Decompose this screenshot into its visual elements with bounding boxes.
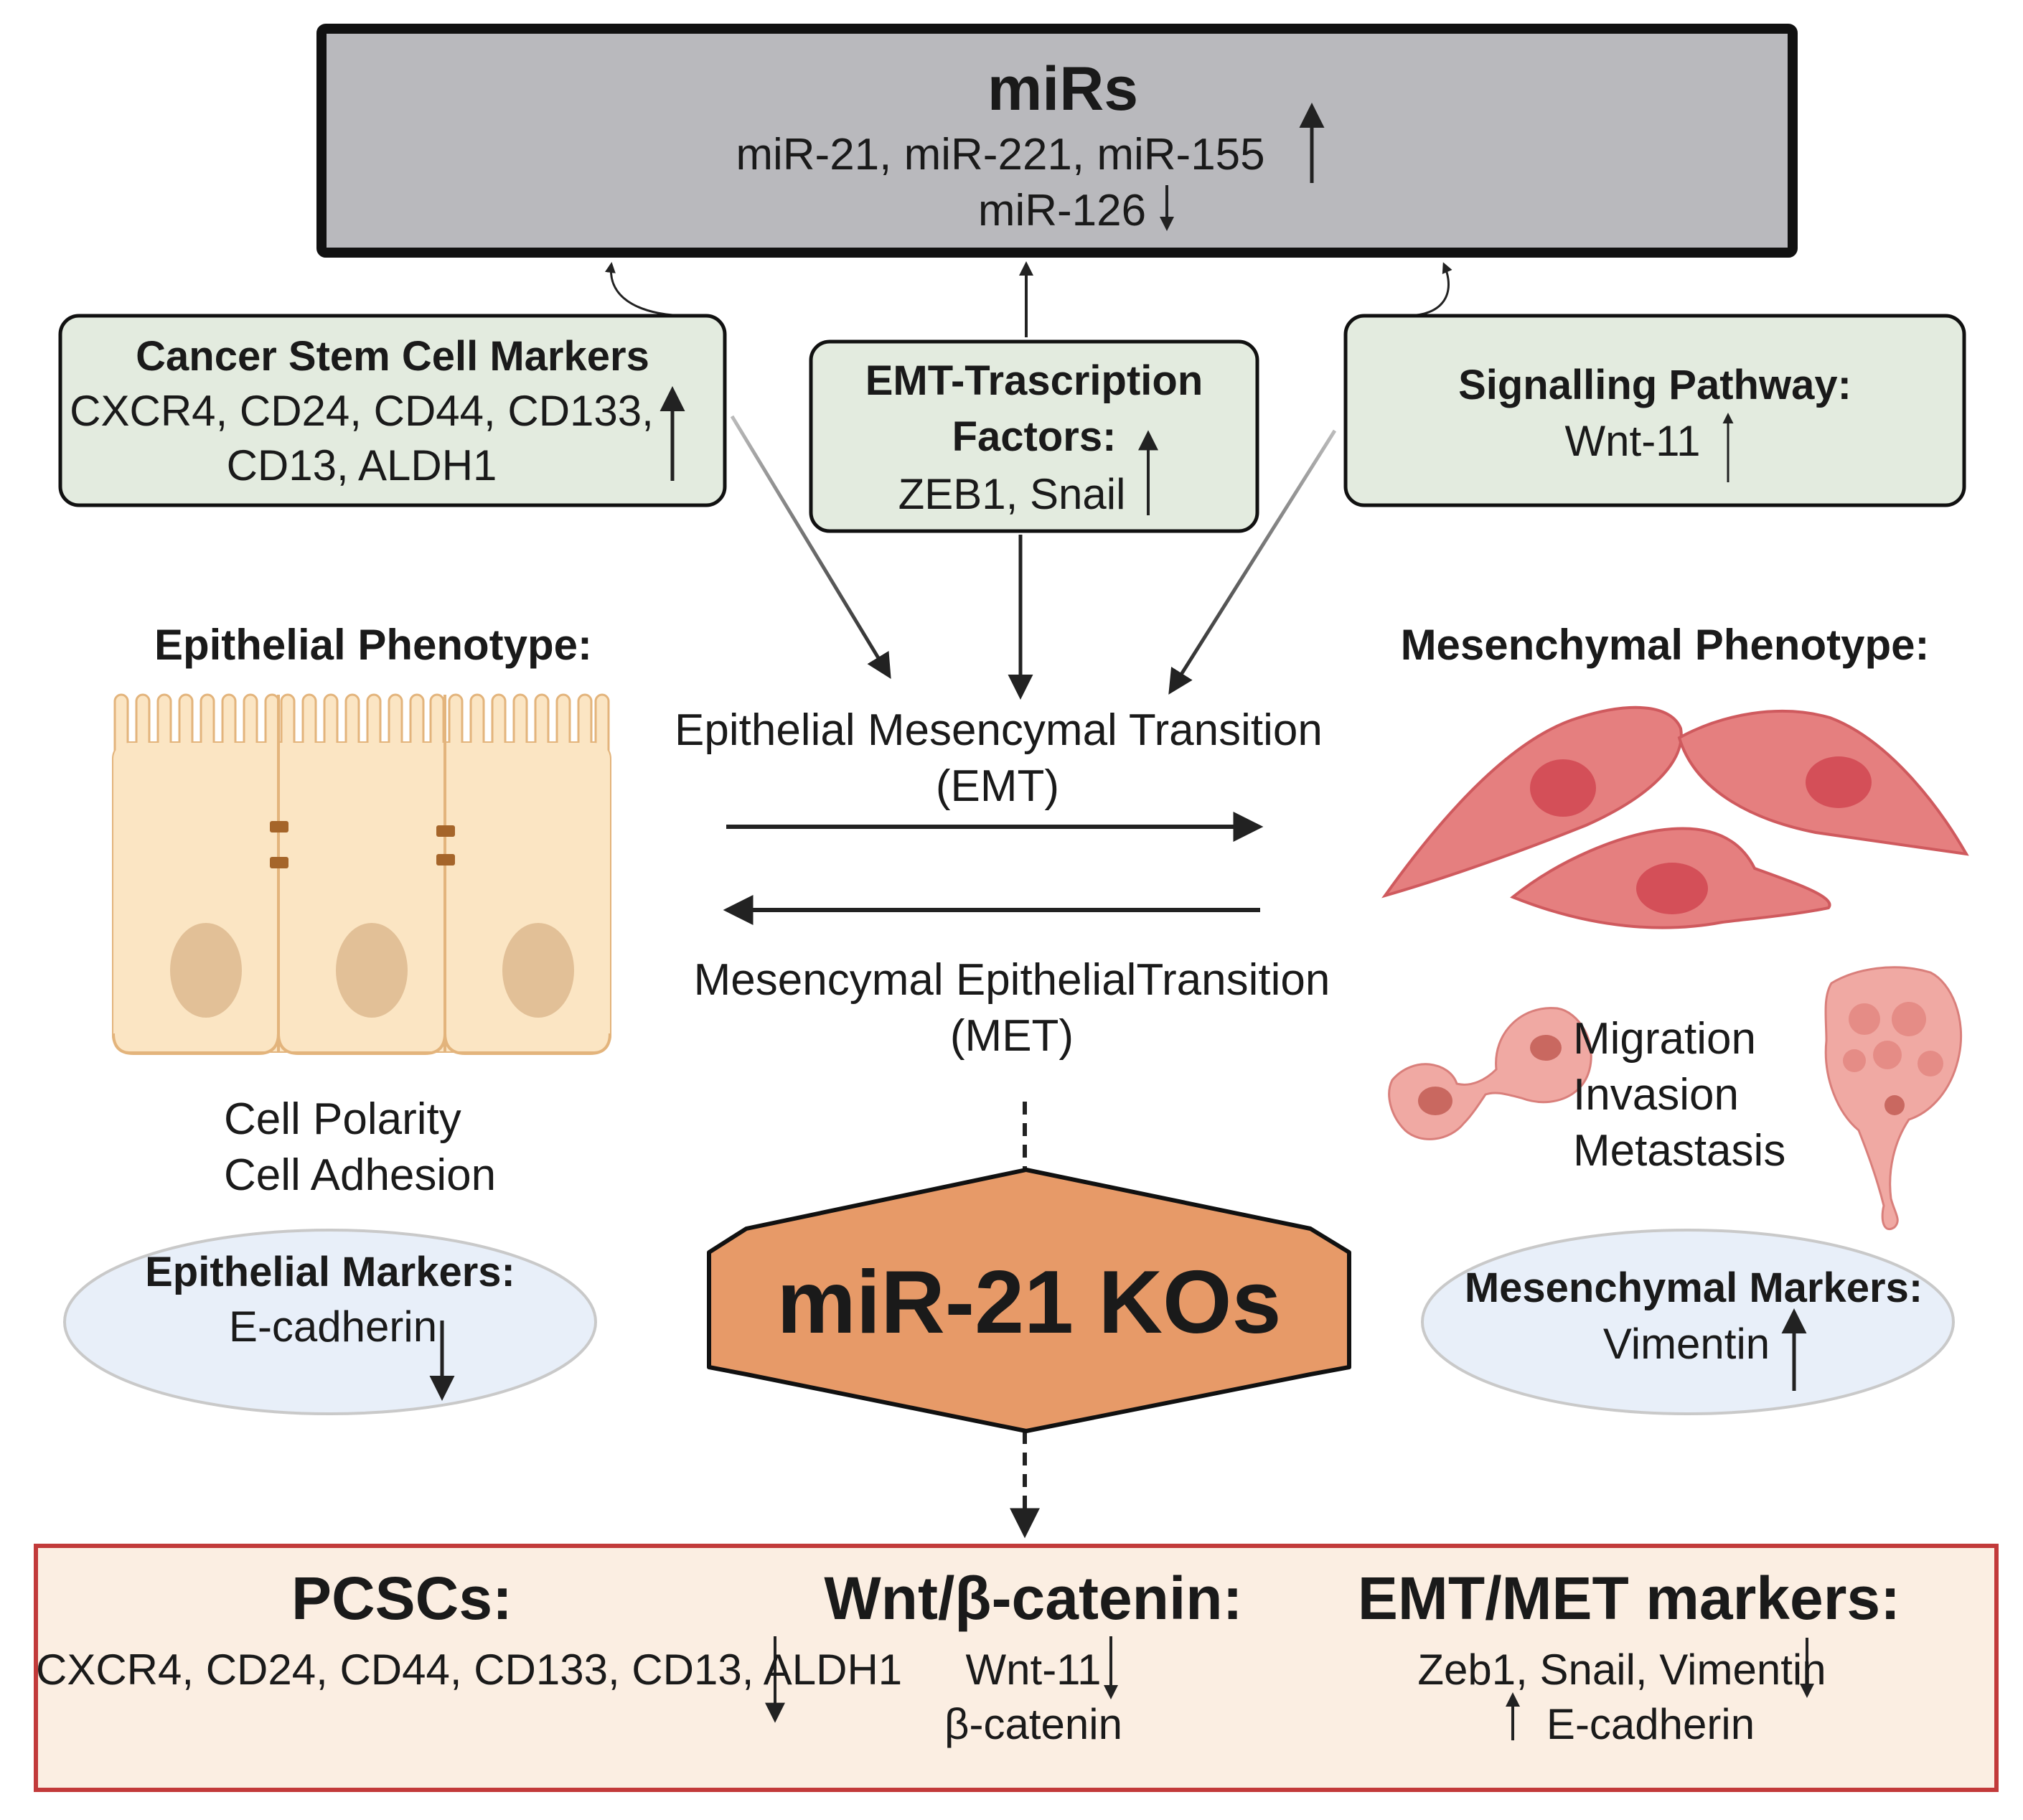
signalling-line: Wnt-11 (1564, 417, 1701, 465)
tumor-invasion-icon (1824, 966, 1963, 1230)
epithelial-cells-illustration (112, 693, 611, 1055)
csc-title: Cancer Stem Cell Markers (136, 333, 649, 380)
met-abbrev: (MET) (949, 1011, 1074, 1061)
epithelial-markers-title: Epithelial Markers: (145, 1249, 515, 1295)
signalling-title: Signalling Pathway: (1458, 362, 1851, 408)
epithelial-trait: Cell Polarity (224, 1094, 461, 1144)
ko-label: miR-21 KOs (776, 1253, 1282, 1352)
csc-line2: CD13, ALDH1 (226, 441, 497, 489)
epithelial-marker: E-cadherin (228, 1303, 438, 1351)
signalling-to-emt-arrow (1168, 429, 1337, 695)
csc-to-mirs-arrow (604, 262, 690, 317)
ko-hexagon (707, 1168, 1351, 1433)
mesenchymal-trait: Migration (1573, 1014, 1756, 1064)
epithelial-title: Epithelial Phenotype: (154, 621, 593, 669)
mesenchymal-markers-ellipse (1421, 1229, 1955, 1415)
wnt-line2: β-catenin (944, 1700, 1122, 1748)
mesenchymal-cells-illustration (1381, 705, 1969, 929)
mesenchymal-trait: Metastasis (1573, 1126, 1786, 1176)
met-label: Mesencymal EpithelialTransition (693, 955, 1330, 1005)
emt-tf-title-2: Factors: (952, 413, 1117, 460)
emt-tf-line: ZEB1, Snail (898, 470, 1126, 518)
epithelial-trait: Cell Adhesion (224, 1150, 497, 1200)
epithelial-markers-ellipse (63, 1229, 597, 1415)
migrating-cell-icon (1388, 1007, 1592, 1140)
wnt-line1: Wnt-11 (965, 1646, 1102, 1694)
mirs-box (316, 24, 1798, 258)
signalling-box (1343, 314, 1966, 507)
emt-met-title: EMT/MET markers: (1357, 1565, 1901, 1632)
mesenchymal-trait: Invasion (1573, 1070, 1739, 1120)
emt-tf-box (809, 339, 1259, 533)
csc-to-emt-arrow (730, 415, 891, 679)
mesenchymal-markers-title: Mesenchymal Markers: (1464, 1265, 1923, 1311)
emt-tf-title-1: EMT-Trascription (865, 357, 1203, 404)
wnt-title: Wnt/β-catenin: (824, 1565, 1243, 1632)
mesenchymal-title: Mesenchymal Phenotype: (1400, 621, 1930, 669)
mirs-downregulated: miR-126 (977, 186, 1147, 235)
mesenchymal-marker: Vimentin (1602, 1320, 1770, 1368)
csc-box (58, 314, 727, 507)
emt-met-line1: Zeb1, Snail, Vimentin (1417, 1646, 1826, 1694)
mirs-title: miRs (987, 55, 1139, 123)
signalling-to-mirs-arrow (1406, 262, 1452, 317)
emt-met-line2: E-cadherin (1546, 1700, 1755, 1748)
mirs-upregulated: miR-21, miR-221, miR-155 (736, 130, 1265, 179)
emt-label: Epithelial Mesencymal Transition (675, 705, 1323, 755)
pcsc-markers: CXCR4, CD24, CD44, CD133, CD13, ALDH1 (36, 1646, 903, 1694)
emt-abbrev: (EMT) (935, 761, 1060, 811)
csc-line1: CXCR4, CD24, CD44, CD133, (70, 387, 654, 435)
outcomes-box (34, 1544, 1999, 1792)
pcsc-title: PCSCs: (291, 1565, 513, 1632)
